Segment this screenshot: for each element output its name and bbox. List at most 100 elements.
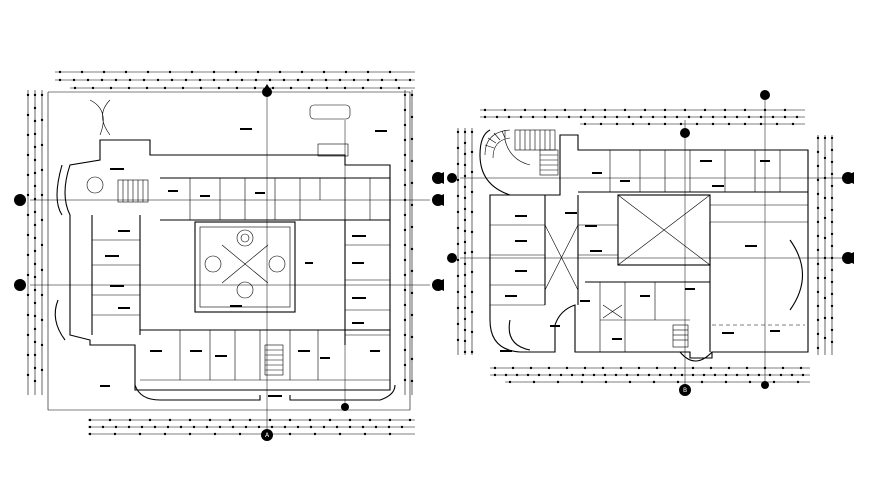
- dimension-tick: [366, 78, 370, 82]
- room-label-mark: [100, 385, 110, 387]
- dimension-tick: [296, 425, 300, 429]
- dimension-tick: [308, 418, 312, 422]
- dimension-tick: [745, 366, 749, 370]
- dimension-tick: [463, 251, 467, 255]
- dimension-tick: [463, 240, 467, 244]
- dimension-tick: [26, 273, 30, 277]
- dimension-tick: [33, 184, 37, 188]
- dimension-tick: [463, 218, 467, 222]
- dimension-tick: [403, 168, 407, 172]
- left-car-symbols: [309, 104, 351, 157]
- room-label-mark: [745, 245, 757, 247]
- room-label-mark: [215, 355, 227, 357]
- dimension-tick: [26, 353, 30, 357]
- dimension-tick: [631, 122, 635, 126]
- dimension-tick: [470, 330, 474, 334]
- dimension-tick: [565, 366, 569, 370]
- dimension-tick: [403, 258, 407, 262]
- dimension-tick: [73, 86, 77, 90]
- dimension-tick: [348, 425, 352, 429]
- dimension-tick: [547, 366, 551, 370]
- dimension-tick: [515, 373, 519, 377]
- dimension-tick: [248, 418, 252, 422]
- dimension-tick: [637, 366, 641, 370]
- dimension-tick: [735, 373, 739, 377]
- left-gridlines: [30, 92, 430, 430]
- dimension-tick: [410, 269, 414, 273]
- left-stairs: [117, 179, 284, 376]
- dimension-tick: [282, 78, 286, 82]
- dimension-tick: [325, 86, 329, 90]
- dimension-tick: [581, 373, 585, 377]
- left-upper-rooms: [160, 177, 390, 221]
- dimension-tick: [100, 78, 104, 82]
- dimension-tick: [470, 210, 474, 214]
- dimension-tick: [40, 118, 44, 122]
- dimension-tick: [33, 288, 37, 292]
- dimension-tick: [40, 343, 44, 347]
- dimension-tick: [709, 366, 713, 370]
- dimension-tick: [599, 122, 603, 126]
- dimension-tick: [168, 418, 172, 422]
- dimension-tick: [658, 373, 662, 377]
- dimension-tick: [830, 244, 834, 248]
- dimension-tick: [495, 115, 499, 119]
- dimension-tick: [33, 145, 37, 149]
- dimension-tick: [493, 373, 497, 377]
- dimension-tick: [743, 108, 747, 112]
- dimension-tick: [403, 183, 407, 187]
- dimension-tick: [410, 291, 414, 295]
- left-room-labels: [100, 128, 387, 397]
- dimension-tick: [403, 318, 407, 322]
- dimension-tick: [555, 115, 559, 119]
- dimension-tick: [33, 132, 37, 136]
- dimension-tick: [830, 268, 834, 272]
- right-west-rooms: [490, 195, 618, 306]
- dimension-tick: [508, 380, 512, 384]
- left-east-rooms: [344, 220, 390, 345]
- room-label-mark: [352, 235, 366, 237]
- right-grid-bubble-bottom-2: [761, 381, 769, 389]
- dimension-tick: [519, 115, 523, 119]
- dimension-tick: [711, 122, 715, 126]
- room-label-mark: [230, 305, 242, 307]
- dimension-tick: [33, 249, 37, 253]
- dimension-tick: [148, 418, 152, 422]
- dimension-tick: [361, 86, 365, 90]
- dimension-tick: [823, 296, 827, 300]
- dimension-tick: [108, 418, 112, 422]
- dimension-tick: [763, 366, 767, 370]
- dimension-tick: [702, 373, 706, 377]
- dimension-tick: [387, 425, 391, 429]
- dimension-tick: [456, 162, 460, 166]
- dimension-tick: [529, 366, 533, 370]
- dimension-tick: [338, 78, 342, 82]
- dimension-tick: [559, 373, 563, 377]
- dimension-tick: [33, 275, 37, 279]
- dimension-tick: [591, 115, 595, 119]
- dimension-tick: [366, 70, 370, 74]
- room-label-mark: [375, 130, 387, 132]
- dimension-tick: [816, 164, 820, 168]
- dimension-tick: [615, 122, 619, 126]
- dimension-tick: [772, 380, 776, 384]
- dimension-tick: [307, 86, 311, 90]
- dimension-tick: [231, 425, 235, 429]
- dimension-tick: [344, 70, 348, 74]
- dimension-tick: [271, 86, 275, 90]
- dimension-tick: [403, 93, 407, 97]
- dimension-tick: [26, 313, 30, 317]
- dimension-tick: [830, 172, 834, 176]
- dimension-tick: [188, 418, 192, 422]
- dimension-tick: [463, 284, 467, 288]
- dimension-tick: [218, 425, 222, 429]
- dimension-tick: [663, 108, 667, 112]
- dimension-tick: [26, 153, 30, 157]
- dimension-tick: [403, 123, 407, 127]
- dimension-tick: [109, 86, 113, 90]
- dimension-tick: [470, 190, 474, 194]
- dimension-tick: [410, 225, 414, 229]
- dimension-tick: [313, 432, 317, 436]
- room-label-mark: [612, 338, 622, 340]
